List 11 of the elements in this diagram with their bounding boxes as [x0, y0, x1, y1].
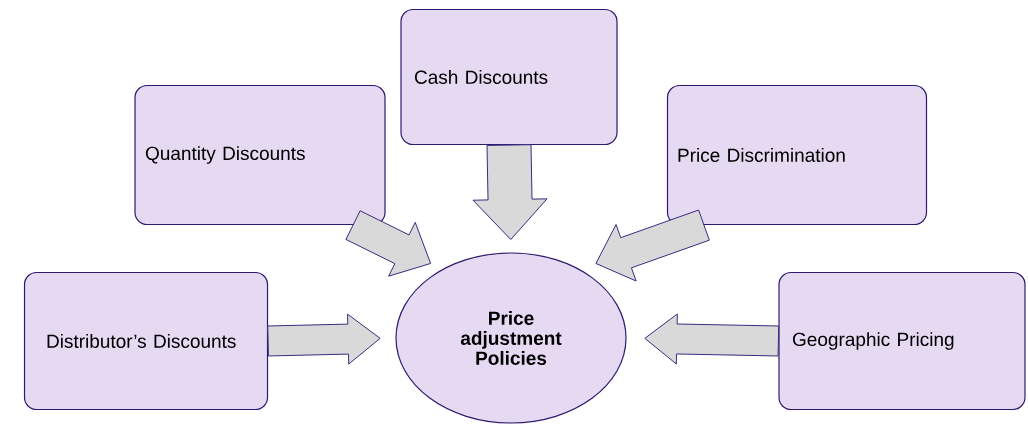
block-arrow: [644, 313, 780, 365]
process-box: Cash Discounts: [400, 8, 618, 146]
block-arrow: [345, 210, 432, 277]
ellipse-node: Price adjustment Policies: [395, 252, 627, 424]
process-box: Geographic Pricing: [778, 271, 1026, 411]
block-arrow: [267, 313, 381, 365]
block-arrow: [595, 209, 710, 282]
block-arrow: [472, 144, 548, 240]
process-box: Quantity Discounts: [134, 84, 386, 226]
process-box: Price Discrimination: [666, 84, 928, 226]
process-box: Distributor’s Discounts: [23, 271, 269, 411]
